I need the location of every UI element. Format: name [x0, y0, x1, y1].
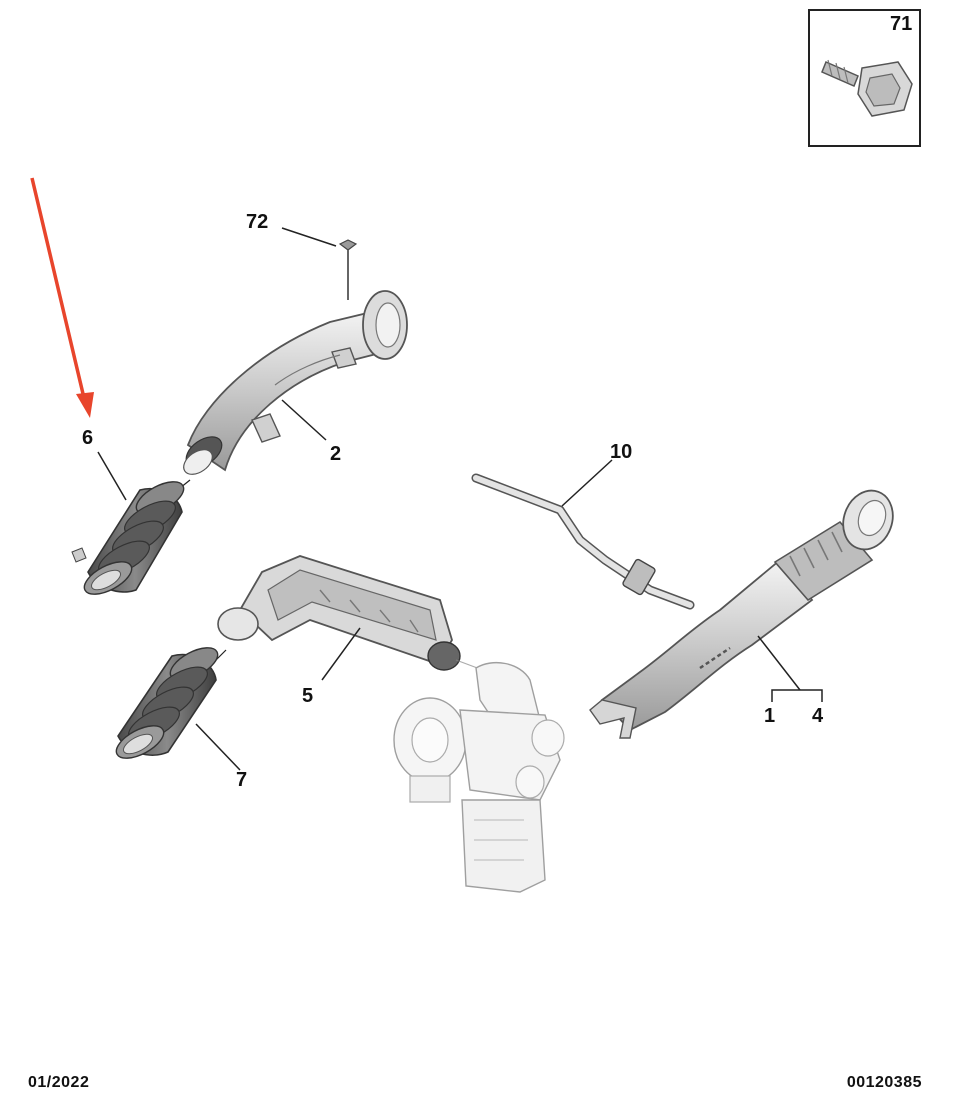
callout-72-label: 72	[246, 211, 268, 233]
callout-71-label: 71	[890, 13, 912, 35]
callout-10-label: 10	[610, 441, 632, 463]
callout-2-label: 2	[330, 443, 341, 465]
part-5-charge-air-duct: 5	[217, 555, 461, 707]
footer-date: 01/2022	[28, 1074, 90, 1091]
part-10-rod: 10	[471, 441, 695, 610]
part-7-corrugated-hose: 7	[115, 647, 247, 791]
callout-5-label: 5	[302, 685, 313, 707]
part-2-air-pipe: 2	[183, 290, 408, 475]
turbocharger-assembly	[393, 659, 565, 893]
footer-reference: 00120385	[846, 1074, 922, 1091]
bolt-icon	[821, 59, 913, 117]
highlight-arrow	[30, 177, 94, 418]
part-1-4-intake-pipe: 1 4	[589, 489, 894, 739]
callout-7-label: 7	[236, 769, 247, 791]
callout-4-label: 4	[812, 705, 824, 727]
part-6-corrugated-hose: 6	[71, 427, 191, 595]
part-72-clip: 72	[246, 211, 358, 300]
callout-1-label: 1	[764, 705, 775, 727]
part-71-inset: 71	[808, 9, 921, 147]
callout-6-label: 6	[82, 427, 93, 449]
